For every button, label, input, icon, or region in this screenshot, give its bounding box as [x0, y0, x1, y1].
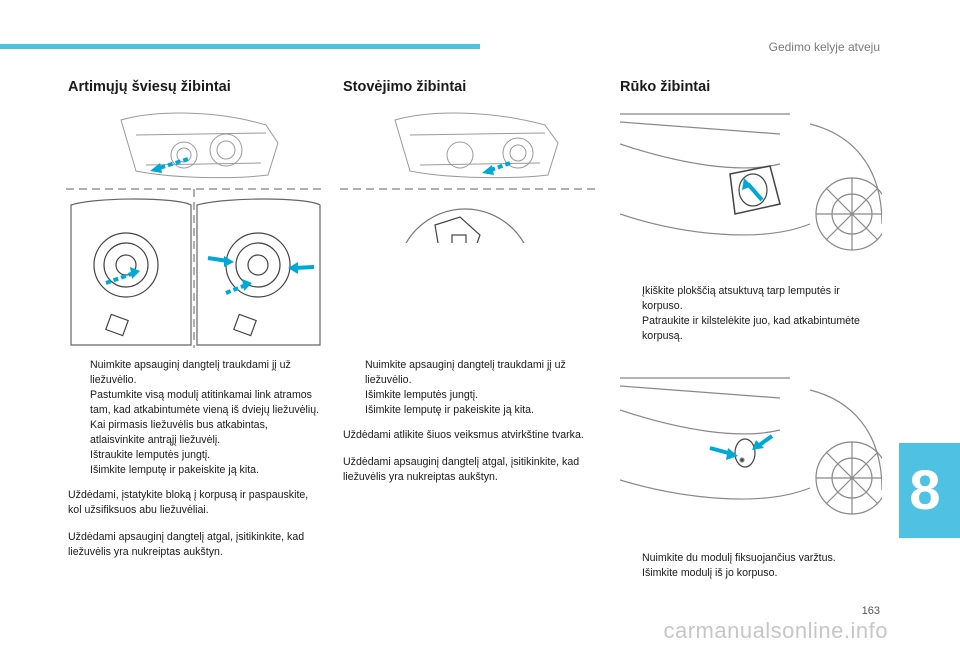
section-header: Gedimo kelyje atveju [768, 40, 880, 54]
headlamp-housing-drawing-2 [394, 112, 559, 179]
parking-arrow-head-1 [482, 165, 494, 175]
paragraph: Uždėdami, įstatykite bloką į korpusą ir … [68, 489, 309, 516]
fog-light-illustration-top [620, 113, 882, 251]
title-fog-lights: Rūko žibintai [620, 79, 711, 95]
watermark: carmanualsonline.info [663, 618, 888, 643]
low-beam-illustration [66, 112, 322, 348]
list-item: Nuimkite apsauginį dangtelį traukdami jį… [365, 359, 566, 386]
bumper-drawing-top [620, 113, 882, 251]
arrow-head-4 [288, 262, 298, 274]
bumper-drawing-bottom [620, 377, 882, 515]
fog-light-instructions-a: Įkiškite plokščią atsuktuvą tarp lemputė… [620, 284, 882, 344]
list-item: Išimkite modulį iš jo korpuso. [642, 567, 778, 579]
chapter-number: 8 [909, 458, 941, 521]
parking-light-instructions: Nuimkite apsauginį dangtelį traukdami jį… [343, 358, 601, 485]
arrow-head-2 [130, 267, 140, 279]
list-item: Pastumkite visą modulį atitinkamai link … [90, 389, 320, 416]
fog-light-instructions-b: Nuimkite du modulį fiksuojančius varžtus… [620, 551, 882, 581]
parking-light-illustration [340, 112, 600, 243]
title-low-beam: Artimųjų šviesų žibintai [68, 79, 231, 95]
bulb-holder-right [196, 198, 321, 346]
list-item: Nuimkite du modulį fiksuojančius varžtus… [642, 552, 836, 564]
paragraph: Uždėdami apsauginį dangtelį atgal, įsiti… [343, 456, 580, 483]
arrow-head-3 [224, 256, 234, 267]
bulb-holder-left [70, 198, 192, 346]
removal-arrow-1 [155, 157, 189, 171]
list-item: Išimkite lemputę ir pakeiskite ją kita. [90, 464, 259, 476]
list-item: Kai pirmasis liežuvėlis bus atkabintas, … [90, 419, 268, 446]
title-parking-lights: Stovėjimo žibintai [343, 79, 467, 95]
paragraph: Uždėdami atlikite šiuos veiksmus atvirkš… [343, 429, 584, 441]
fog-arrow-head-bottom-2 [752, 440, 764, 450]
push-arrow-left [105, 271, 135, 285]
list-item: Išimkite lemputę ir pakeiskite ją kita. [365, 404, 534, 416]
top-accent-bar [0, 44, 480, 49]
page-number: 163 [861, 605, 880, 617]
headlamp-housing-drawing [120, 112, 279, 179]
arrow-head-1 [150, 163, 162, 173]
chapter-tab: 8 [899, 443, 960, 538]
parking-bulb-drawing [405, 208, 525, 243]
low-beam-instructions: Nuimkite apsauginį dangtelį traukdami jį… [68, 358, 324, 560]
list-item: Ištraukite lemputės jungtį. [90, 449, 211, 461]
fog-arrow-head-top [742, 178, 752, 190]
fog-arrow-head-bottom-1 [726, 448, 738, 460]
paragraph: Uždėdami apsauginį dangtelį atgal, įsiti… [68, 531, 305, 558]
fog-light-illustration-bottom [620, 377, 882, 515]
arrow-head-5 [242, 279, 252, 291]
list-item: Įkiškite plokščią atsuktuvą tarp lemputė… [642, 285, 840, 312]
list-item: Patraukite ir kilstelėkite juo, kad atka… [642, 315, 860, 342]
list-item: Išimkite lemputės jungtį. [365, 389, 479, 401]
push-arrow-right-3 [225, 283, 247, 295]
list-item: Nuimkite apsauginį dangtelį traukdami jį… [90, 359, 291, 386]
